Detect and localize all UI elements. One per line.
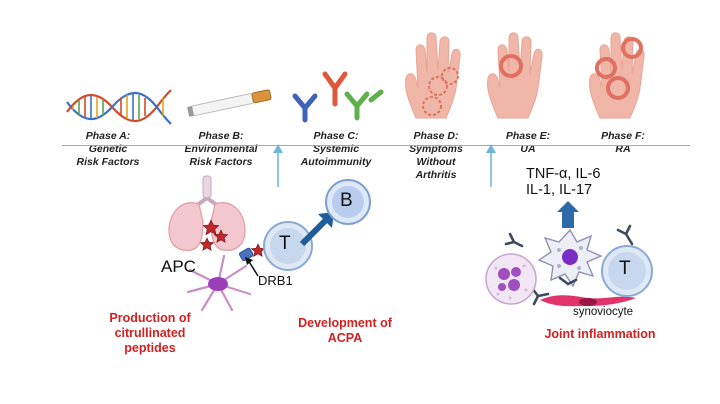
t-cell-right-label: T <box>619 258 631 279</box>
macrophage-icon <box>537 228 603 288</box>
synoviocyte-label: synoviocyte <box>573 306 634 318</box>
t-cell-right-icon <box>601 245 653 297</box>
arrow-to-phase-c <box>273 144 283 187</box>
apc-label: APC <box>161 257 196 276</box>
lungs-icon <box>168 175 246 251</box>
cytokines-line-2: IL-1, IL-17 <box>526 182 593 198</box>
timeline-line <box>62 145 690 146</box>
apc-dendritic-cell-icon <box>186 254 252 312</box>
phase-f-label: Phase F: RA <box>601 130 645 155</box>
drb1-pointer-arrow <box>245 257 259 277</box>
cigarette-icon <box>187 89 272 117</box>
neutrophil-icon <box>485 253 537 305</box>
phase-a-label: Phase A: Genetic Risk Factors <box>76 130 140 168</box>
cytokines-line-1: TNF-α, IL-6 <box>526 166 601 182</box>
b-cell-label: B <box>340 190 353 211</box>
b-cell-icon <box>325 179 371 225</box>
arrow-to-phase-e <box>486 144 496 187</box>
acpa-label: Development of ACPA <box>298 316 392 345</box>
hand-ra-icon <box>589 32 645 119</box>
phase-c-label: Phase C: Systemic Autoimmunity <box>300 130 372 168</box>
phase-b-label: Phase B: Environmental Risk Factors <box>184 130 258 168</box>
hand-symptoms-icon <box>405 32 461 119</box>
hand-ua-icon <box>487 32 543 119</box>
phase-e-label: Phase E: UA <box>505 130 551 155</box>
drb1-label: DRB1 <box>258 273 293 288</box>
citrullination-label: Production of citrullinated peptides <box>109 311 191 355</box>
t-cell-left-label: T <box>279 233 291 254</box>
t-cell-left-icon <box>263 221 313 271</box>
dna-helix-icon <box>66 89 172 125</box>
cytokine-up-arrow <box>557 201 579 228</box>
joint-inflammation-label: Joint inflammation <box>544 327 656 341</box>
synoviocyte-icon <box>540 295 636 307</box>
phase-d-label: Phase D: Symptoms Without Arthritis <box>409 130 463 181</box>
antibodies-icon <box>292 71 384 123</box>
